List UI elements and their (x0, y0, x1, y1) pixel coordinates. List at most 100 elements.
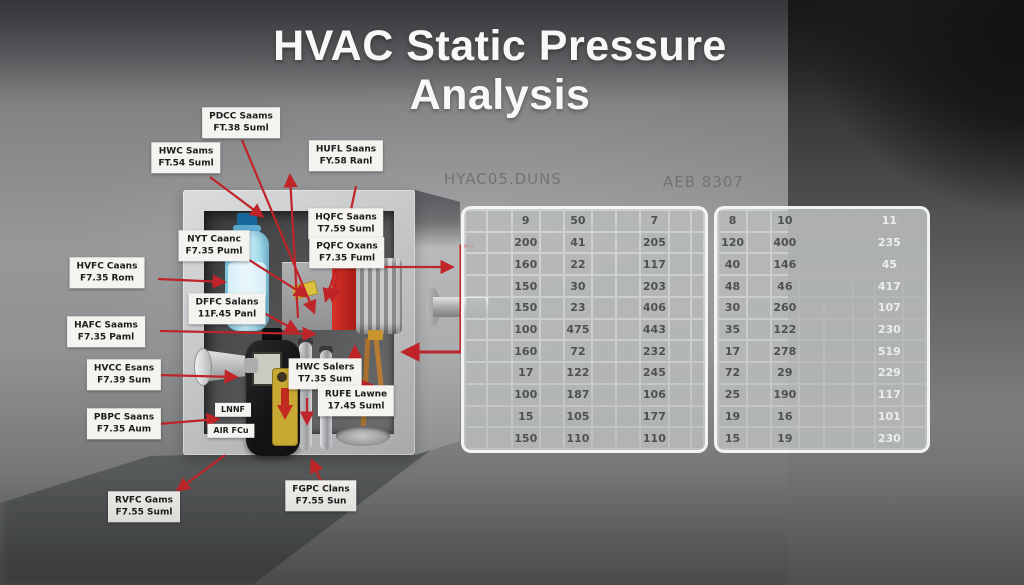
table-cell (824, 211, 852, 231)
detector-knob (277, 372, 287, 382)
table-cell: 41 (565, 232, 591, 253)
table-cell (824, 319, 852, 340)
table-cell (592, 297, 615, 318)
table-cell (616, 428, 640, 448)
table-cell (466, 254, 487, 275)
table-cell (824, 297, 852, 318)
table-cell (488, 319, 511, 340)
table-cell: 15 (512, 406, 539, 427)
table-cell (853, 341, 875, 362)
table-cell (799, 384, 823, 405)
table-cell (748, 211, 770, 231)
table-cell (592, 232, 615, 253)
table-cell: 40 (719, 254, 747, 275)
cabinet-side-wall (415, 190, 460, 455)
table-cell: 117 (641, 254, 668, 275)
table-cell (691, 297, 703, 318)
table-cell (540, 319, 564, 340)
table-cell (669, 384, 690, 405)
callout-label: LNNF (215, 402, 251, 418)
table-cell (466, 363, 487, 383)
table-cell: 110 (641, 428, 668, 448)
table-cell: 150 (512, 276, 539, 296)
table-cell (748, 319, 770, 340)
table-cell (853, 276, 875, 296)
table-cell (466, 211, 487, 231)
table-cell (824, 232, 852, 253)
table-cell (616, 384, 640, 405)
table-cell (904, 406, 925, 427)
table-cell (540, 297, 564, 318)
table-cell: 29 (771, 363, 798, 383)
table-cell: 187 (565, 384, 591, 405)
table-cell (488, 384, 511, 405)
table-cell: 10 (771, 211, 798, 231)
table-cell (691, 276, 703, 296)
table-cell (488, 211, 511, 231)
table-cell: 260 (771, 297, 798, 318)
table-cell: 205 (641, 232, 668, 253)
table-cell (748, 341, 770, 362)
table-cell: 519 (876, 341, 903, 362)
table-cell (669, 319, 690, 340)
table-cell (799, 232, 823, 253)
table-cell (616, 211, 640, 231)
table-cell: 443 (641, 319, 668, 340)
table-cell (853, 319, 875, 340)
table-cell: 100 (512, 319, 539, 340)
table-cell: 48 (719, 276, 747, 296)
table-cell (853, 428, 875, 448)
table-cell (616, 232, 640, 253)
table-cell (904, 341, 925, 362)
table-cell (691, 319, 703, 340)
air-horn-tube (244, 358, 258, 373)
table-cell (904, 319, 925, 340)
table-cell (748, 406, 770, 427)
table-cell (488, 232, 511, 253)
down-arrow-icon (277, 405, 293, 420)
table-cell (592, 428, 615, 448)
table-cell (853, 384, 875, 405)
table-cell (488, 363, 511, 383)
table-cell: 15 (719, 428, 747, 448)
table-cell: 106 (641, 384, 668, 405)
table-cell (799, 406, 823, 427)
table-cell (748, 232, 770, 253)
table-cell (540, 276, 564, 296)
table-cell (592, 406, 615, 427)
page-title: HVAC Static Pressure Analysis (273, 22, 727, 119)
table-cell (799, 297, 823, 318)
table-cell (466, 319, 487, 340)
table-cell: 72 (719, 363, 747, 383)
table-cell: 406 (641, 297, 668, 318)
table-cell (799, 341, 823, 362)
table-cell: 17 (512, 363, 539, 383)
table-cell (853, 211, 875, 231)
table-cell (904, 363, 925, 383)
table-cell: 50 (565, 211, 591, 231)
table-cell: 150 (512, 428, 539, 448)
table-cell (691, 341, 703, 362)
callout-label: AIR FCu (207, 423, 255, 439)
table-cell (466, 297, 487, 318)
table-cell: 177 (641, 406, 668, 427)
table-cell: 107 (876, 297, 903, 318)
table-cell: 146 (771, 254, 798, 275)
table-cell: 23 (565, 297, 591, 318)
table-cell (799, 428, 823, 448)
table-cell: 19 (719, 406, 747, 427)
table-cell: 8 (719, 211, 747, 231)
table-cell: 11 (876, 211, 903, 231)
table-cell (488, 254, 511, 275)
table-cell (669, 341, 690, 362)
table-cell: 232 (641, 341, 668, 362)
table-cell (466, 341, 487, 362)
table-cell (466, 406, 487, 427)
table-cell (669, 276, 690, 296)
table-cell (799, 276, 823, 296)
table-cell: 230 (876, 319, 903, 340)
brass-fitting (368, 330, 383, 340)
table-cell (853, 297, 875, 318)
